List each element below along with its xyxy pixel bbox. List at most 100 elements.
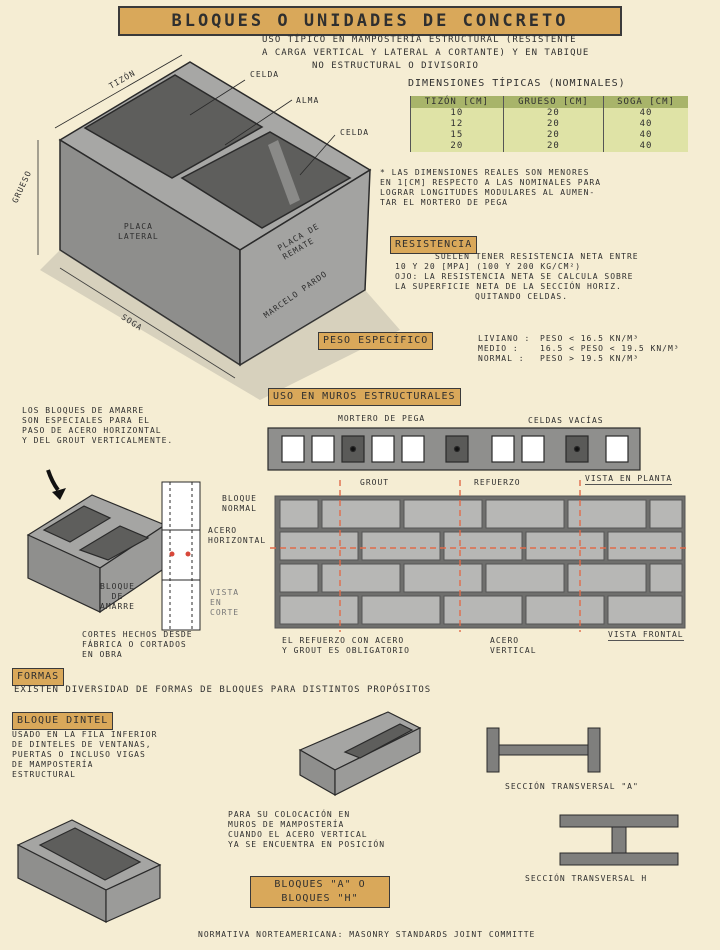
dintel-block-drawing [298, 711, 422, 797]
colocacion-line: cuando el acero vertical [228, 830, 368, 839]
dimensions-note-line: * Las dimensiones reales son menores [380, 168, 590, 177]
footer-text: Normativa norteamericana: Masonry Standa… [198, 930, 536, 939]
dimensions-note-line: lograr longitudes modulares al aumen- [380, 188, 596, 197]
table-cell: 12 [410, 119, 504, 130]
table-cell: 20 [502, 119, 604, 130]
label-bloque-normal-1: Bloque [222, 494, 257, 503]
colocacion-tag-1: Bloques "A" o [274, 879, 366, 890]
intro-text: Uso típico en mampostería estructural (r… [262, 34, 717, 73]
muros-nota-line: El refuerzo con acero [282, 636, 405, 645]
amarre-text: Los bloques de amarre son especiales par… [22, 406, 262, 446]
peso-tag: Peso específico [318, 332, 434, 350]
dimensions-note-line: en 1[cm] respecto a las nominales para [380, 178, 602, 187]
amarre-line: Los bloques de amarre [22, 406, 145, 415]
table-cell: 40 [603, 108, 688, 119]
label-vista-planta: Vista en planta [585, 474, 673, 485]
resistencia-line: Ojo: la resistencia neta se calcula sobr… [395, 272, 634, 281]
table-cell: 20 [502, 108, 604, 119]
colocacion-line: ya se encuentra en posición [228, 840, 386, 849]
label-bloque-amarre: Bloque de amarre [100, 582, 135, 612]
list-item: Liviano : Peso < 16.5 kN/m³ [478, 334, 718, 344]
label-placa-lateral-1: Placa [123, 222, 153, 231]
amarre-cortes-line: Cortes hechos desde [82, 630, 193, 639]
formas-text: Existen diversidad de formas de bloques … [14, 685, 432, 695]
table-cell: 40 [603, 130, 688, 141]
label-seccion-h: Sección transversal H [525, 874, 648, 883]
amarre-cortes-line: en obra [82, 650, 123, 659]
table-cell: 15 [410, 130, 504, 141]
label-acero-horizontal-2: horizontal [208, 536, 267, 545]
label-seccion-a: Sección transversal "A" [505, 782, 639, 791]
label-vista-corte: Vista en corte [210, 588, 239, 618]
arrow-down-icon [46, 469, 60, 492]
label-acero-vertical-2: vertical [490, 646, 537, 655]
peso-list: Liviano : Peso < 16.5 kN/m³ Medio : 16.5 <… [478, 334, 718, 364]
amarre-line: son especiales para el [22, 416, 150, 425]
front-wall [274, 495, 686, 629]
rebar-lines [270, 480, 690, 632]
a-block-drawing [16, 819, 162, 923]
label-grout: Grout [360, 478, 390, 487]
table-cell: 40 [603, 119, 688, 130]
main-block-drawing [58, 61, 372, 367]
dimensions-note-line: tar el mortero de pega [380, 198, 508, 207]
label-mortero: Mortero de pega [338, 414, 426, 423]
dimension-lines [37, 54, 236, 379]
dintel-line: puertas o incluso vigas [12, 750, 146, 759]
label-bloque-normal: Bloque normal [222, 494, 257, 514]
label-celdas-vacias: Celdas vacías [528, 416, 604, 425]
dimensions-note: * Las dimensiones reales son menores en … [380, 168, 715, 208]
peso-value: Peso < 16.5 kN/m³ [540, 334, 639, 343]
resistencia-line: 10 y 20 [MPa] (100 y 200 kg/cm²) [395, 262, 582, 271]
dimensions-header: Soga [cm] [603, 96, 688, 108]
dintel-tag: Bloque dintel [12, 712, 114, 730]
resistencia-tag: Resistencia [390, 236, 478, 254]
label-celda-top: Celda [250, 70, 280, 79]
peso-value: 16.5 < Peso < 19.5 kN/m³ [540, 344, 680, 353]
table-cell: 10 [410, 108, 504, 119]
section-a-drawing [486, 727, 601, 773]
peso-value: Peso > 19.5 kN/m³ [540, 354, 639, 363]
colocacion-text: Para su colocación en muros de mamposter… [228, 810, 488, 850]
list-item: Normal : Peso > 19.5 kN/m³ [478, 354, 718, 364]
peso-label: Medio : [478, 344, 519, 353]
label-celda-right: Celda [340, 128, 370, 137]
muros-nota-line: y grout es obligatorio [282, 646, 410, 655]
amarre-line: paso de acero horizontal [22, 426, 162, 435]
label-bloque-normal-2: normal [222, 504, 257, 513]
dimensions-header-row: Tizón [cm] Grueso [cm] Soga [cm] [410, 96, 688, 108]
label-vista-frontal: Vista frontal [608, 630, 684, 641]
dimensions-header: Grueso [cm] [502, 96, 604, 108]
block-shadow [40, 250, 400, 400]
peso-label: Liviano : [478, 334, 531, 343]
formas-tag: Formas [12, 668, 65, 686]
label-placa-lateral-2: Lateral [118, 232, 159, 241]
amarre-cortes-line: fábrica o cortados [82, 640, 187, 649]
list-item: Medio : 16.5 < Peso < 19.5 kN/m³ [478, 344, 718, 354]
label-bloque-amarre-2: de [111, 592, 124, 601]
label-acero-horizontal: Acero horizontal [208, 526, 266, 546]
resistencia-line: la superficie neta de la sección horiz. [395, 282, 622, 291]
dintel-line: de dinteles de ventanas, [12, 740, 152, 749]
intro-line-3: no estructural o divisorio [312, 61, 479, 71]
resistencia-line: quitando celdas. [475, 292, 569, 301]
section-h-drawing [559, 814, 679, 866]
intro-line-1: Uso típico en mampostería estructural (r… [262, 35, 577, 45]
label-vista-corte-2: en [210, 598, 222, 607]
peso-label: Normal : [478, 354, 525, 363]
colocacion-line: Para su colocación en [228, 810, 351, 819]
label-vista-corte-3: corte [210, 608, 240, 617]
table-cell: 20 [502, 130, 604, 141]
label-placa-lateral: Placa Lateral [118, 222, 159, 242]
dimensions-header: Tizón [cm] [410, 96, 504, 108]
resistencia-text: Suelen tener resistencia neta entre 10 y… [395, 252, 715, 302]
dintel-line: Usado en la fila inferior [12, 730, 158, 739]
dintel-line: estructural [12, 770, 76, 779]
label-acero-horizontal-1: Acero [208, 526, 238, 535]
dintel-line: de mampostería [12, 760, 94, 769]
label-acero-vertical: Acero vertical [490, 636, 537, 656]
